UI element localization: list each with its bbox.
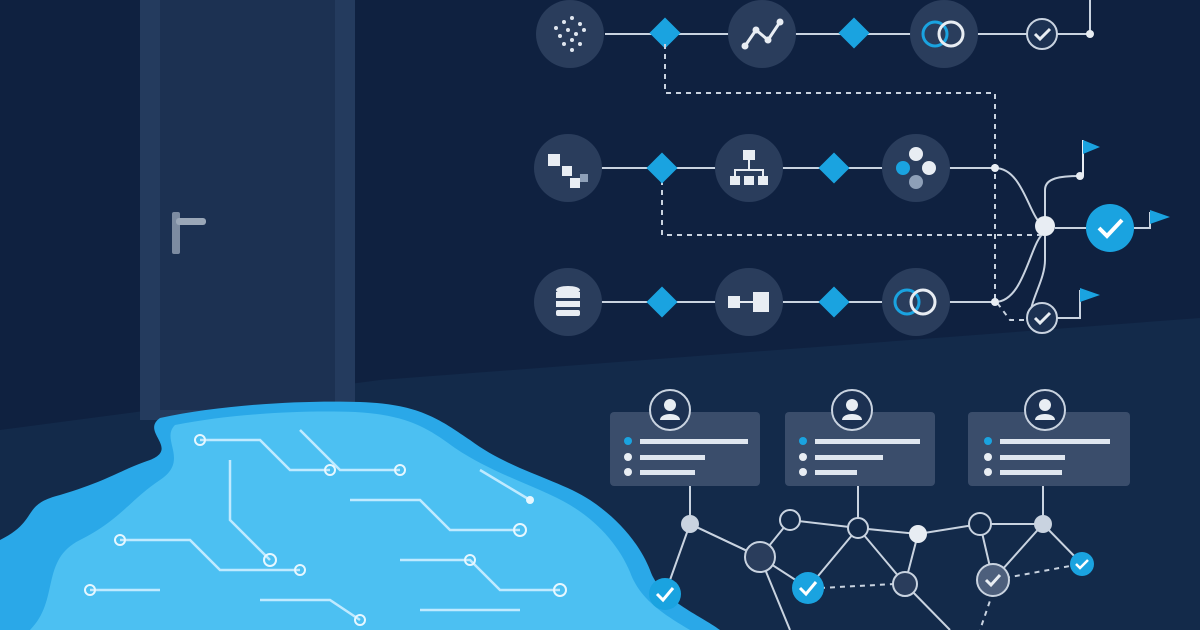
outcome-branches — [1026, 140, 1170, 334]
workflow-row-3 — [534, 231, 1046, 336]
check-icon — [1026, 18, 1058, 50]
profile-card-1 — [610, 389, 760, 486]
network-graph — [649, 486, 1094, 630]
flag-icon — [1083, 140, 1100, 154]
check-node-icon-3 — [976, 563, 1010, 597]
door — [140, 0, 355, 420]
profile-cards — [610, 389, 1130, 486]
check-badge-icon — [1086, 204, 1134, 252]
interlocking-rings-icon-2 — [882, 268, 950, 336]
flag-icon-2 — [1150, 210, 1170, 224]
profile-card-2 — [785, 389, 935, 486]
flag-icon-3 — [1080, 288, 1100, 302]
check-node-icon — [649, 578, 681, 610]
check-icon-2 — [1026, 302, 1058, 334]
cluster-dots-icon — [882, 134, 950, 202]
scatter-dots-icon — [536, 0, 604, 68]
check-node-icon-4 — [1070, 552, 1094, 576]
profile-card-3 — [968, 389, 1130, 486]
circuit-water-spill — [0, 401, 720, 630]
interlocking-rings-icon — [910, 0, 978, 68]
check-node-icon-2 — [792, 572, 824, 604]
